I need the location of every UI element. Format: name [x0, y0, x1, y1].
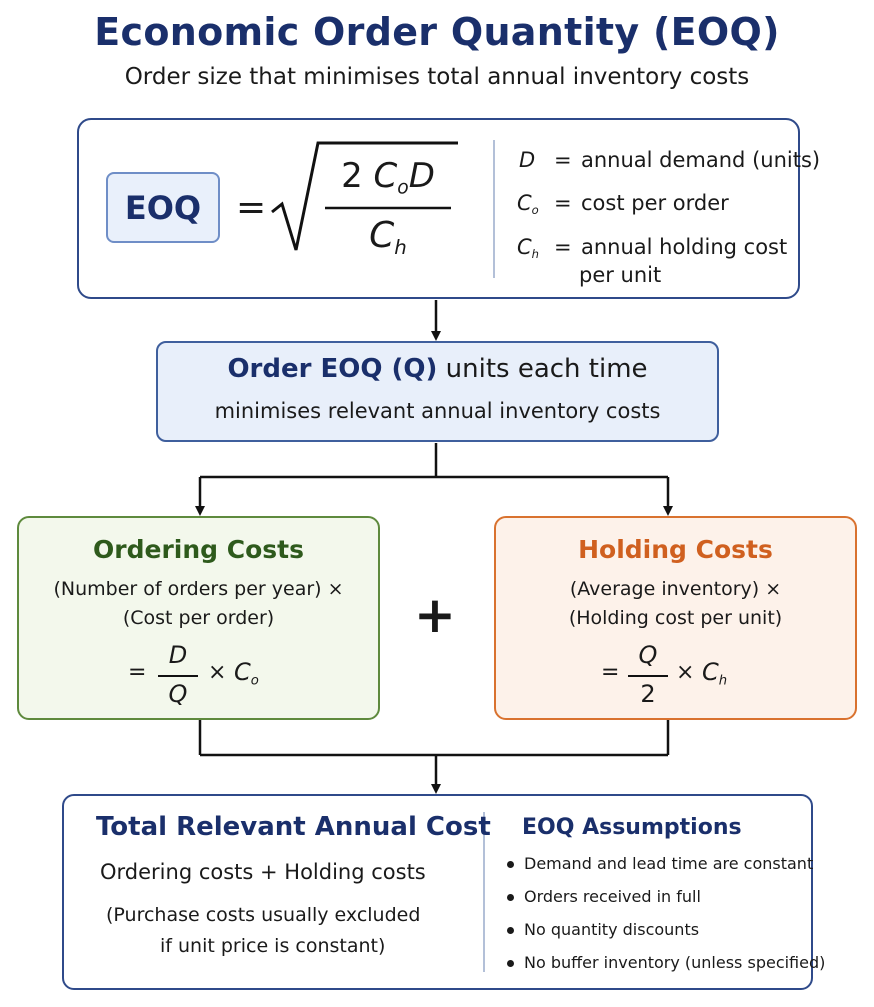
eoq-label: EOQ — [106, 172, 220, 243]
def-equals: = — [554, 191, 572, 215]
definition-ch: Ch = annual holding cost per unit — [517, 235, 787, 287]
holding-var-sub: h — [718, 673, 728, 689]
order-eoq-box — [156, 341, 719, 442]
holding-costs-box — [494, 516, 857, 720]
ordering-times: × — [208, 660, 227, 685]
page-subtitle: Order size that minimises total annual i… — [124, 64, 750, 90]
def-symbol: D — [519, 148, 536, 172]
def-sub: o — [531, 203, 539, 218]
order-box-bold: Order EOQ (Q) — [227, 354, 438, 384]
plus-sign: + — [414, 586, 456, 644]
holding-costs-line2: (Holding cost per unit) — [568, 607, 783, 629]
ordering-num: D — [168, 641, 188, 669]
ordering-costs-title: Ordering Costs — [93, 535, 304, 564]
numerator-coef: 2 — [341, 156, 363, 196]
def-symbol: C — [517, 235, 532, 259]
ordering-var-letter: C — [234, 658, 251, 686]
def-text: annual holding cost — [581, 235, 788, 259]
ordering-var: Co — [234, 658, 259, 689]
ordering-eq: = — [128, 660, 147, 685]
total-cost-note-line2: if unit price is constant) — [160, 935, 386, 957]
holding-eq: = — [601, 660, 620, 685]
definition-d: D = annual demand (units) — [519, 148, 820, 172]
def-text: annual demand (units) — [581, 148, 821, 172]
total-cost-formula: Ordering costs + Holding costs — [100, 860, 426, 884]
list-item: No buffer inventory (unless specified) — [500, 951, 825, 984]
list-item: No quantity discounts — [500, 918, 825, 951]
holding-costs-line1: (Average inventory) × — [569, 578, 782, 600]
formula-equals: = — [236, 187, 267, 228]
def-symbol: C — [517, 191, 532, 215]
ordering-costs-line1: (Number of orders per year) × — [53, 578, 344, 600]
def-sub: h — [531, 247, 539, 262]
total-cost-note-line1: (Purchase costs usually excluded — [106, 904, 421, 926]
holding-times: × — [676, 660, 695, 685]
holding-var-letter: C — [702, 658, 719, 686]
order-box-headline: Order EOQ (Q) units each time — [156, 354, 719, 384]
order-box-subtext: minimises relevant annual inventory cost… — [214, 399, 661, 423]
numerator-sub1: o — [397, 177, 409, 199]
numerator-var1: C — [373, 156, 398, 196]
ordering-costs-box — [17, 516, 380, 720]
def-text: cost per order — [581, 191, 729, 215]
ordering-den: Q — [168, 680, 188, 708]
numerator-var2: D — [408, 156, 435, 196]
assumptions-title: EOQ Assumptions — [522, 815, 742, 840]
total-cost-box — [62, 794, 813, 990]
denominator-var: C — [369, 215, 395, 256]
holding-num: Q — [638, 641, 658, 669]
holding-costs-title: Holding Costs — [578, 535, 773, 564]
def-text-continued: per unit — [579, 263, 662, 287]
holding-den: 2 — [640, 680, 656, 708]
formula-numerator: 2 CoD — [325, 156, 451, 199]
total-cost-title: Total Relevant Annual Cost — [96, 812, 491, 842]
order-box-rest: units each time — [437, 354, 648, 384]
holding-var: Ch — [702, 658, 727, 689]
def-equals: = — [554, 235, 572, 259]
assumptions-list: Demand and lead time are constant Orders… — [500, 852, 825, 984]
ordering-costs-line2: (Cost per order) — [122, 607, 275, 629]
list-item: Demand and lead time are constant — [500, 852, 825, 885]
definition-co: Co = cost per order — [517, 191, 729, 218]
ordering-var-sub: o — [250, 673, 259, 689]
list-item: Orders received in full — [500, 885, 825, 918]
def-equals: = — [554, 148, 572, 172]
formula-denominator: Ch — [325, 215, 451, 259]
page-title: Economic Order Quantity (EOQ) — [94, 10, 780, 54]
denominator-sub: h — [394, 235, 407, 259]
